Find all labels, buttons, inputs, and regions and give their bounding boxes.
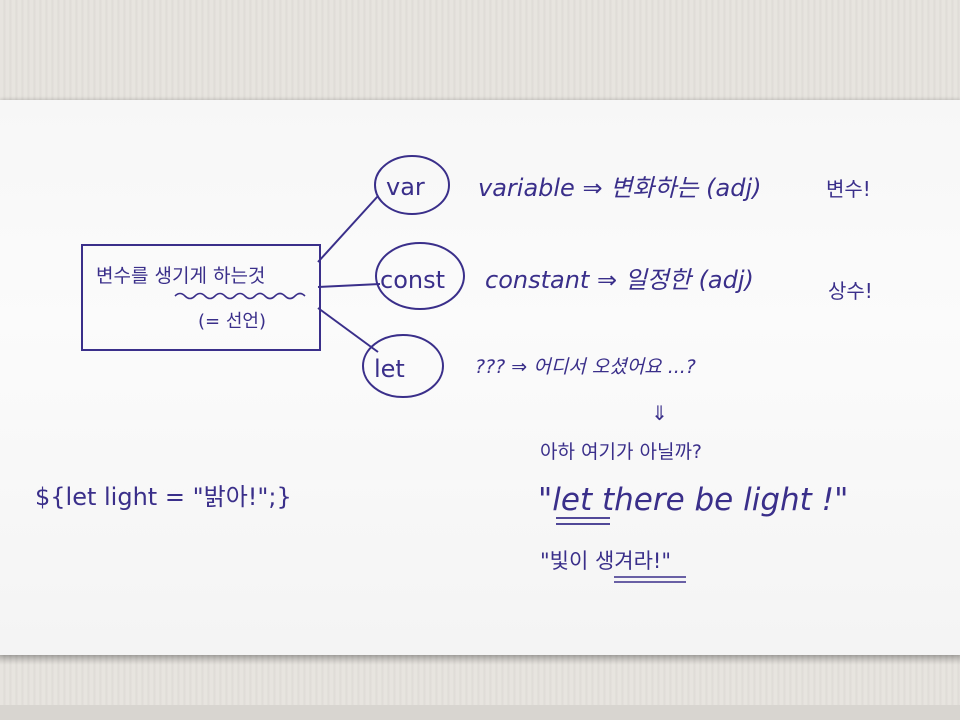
var-circle [374,155,450,215]
wavy-underline [174,292,306,300]
let-underline [556,517,610,525]
connector-let [317,307,379,353]
connector-var [317,195,379,263]
declaration-box [81,244,321,351]
box-line1: 변수를 생기게 하는것 [96,265,265,287]
meaning-let: ??? ⇒ 어디서 오셨어요 ...? [475,356,696,378]
paper-shadow [0,655,960,665]
quote-english: "let there be light !" [538,482,848,518]
table-edge [0,705,960,720]
keyword-var: var [386,173,425,201]
korean-var: 변수! [826,177,871,201]
let-circle [362,334,444,398]
down-arrow-icon: ⇓ [651,401,668,425]
korean-const: 상수! [828,279,873,303]
meaning-var: variable ⇒ 변화하는 (adj) [478,174,761,202]
paper-sheet [0,100,960,655]
box-line2: (= 선언) [198,311,266,332]
const-circle [375,242,465,310]
guess-text: 아하 여기가 아닐까? [540,441,702,463]
code-line: ${let light = "밝아!";} [35,483,292,511]
korean-underline [614,576,686,583]
keyword-const: const [380,266,445,294]
meaning-const: constant ⇒ 일정한 (adj) [485,266,754,294]
connector-const [317,283,381,288]
keyword-let: let [374,355,405,383]
quote-korean: "빛이 생겨라!" [540,549,671,573]
